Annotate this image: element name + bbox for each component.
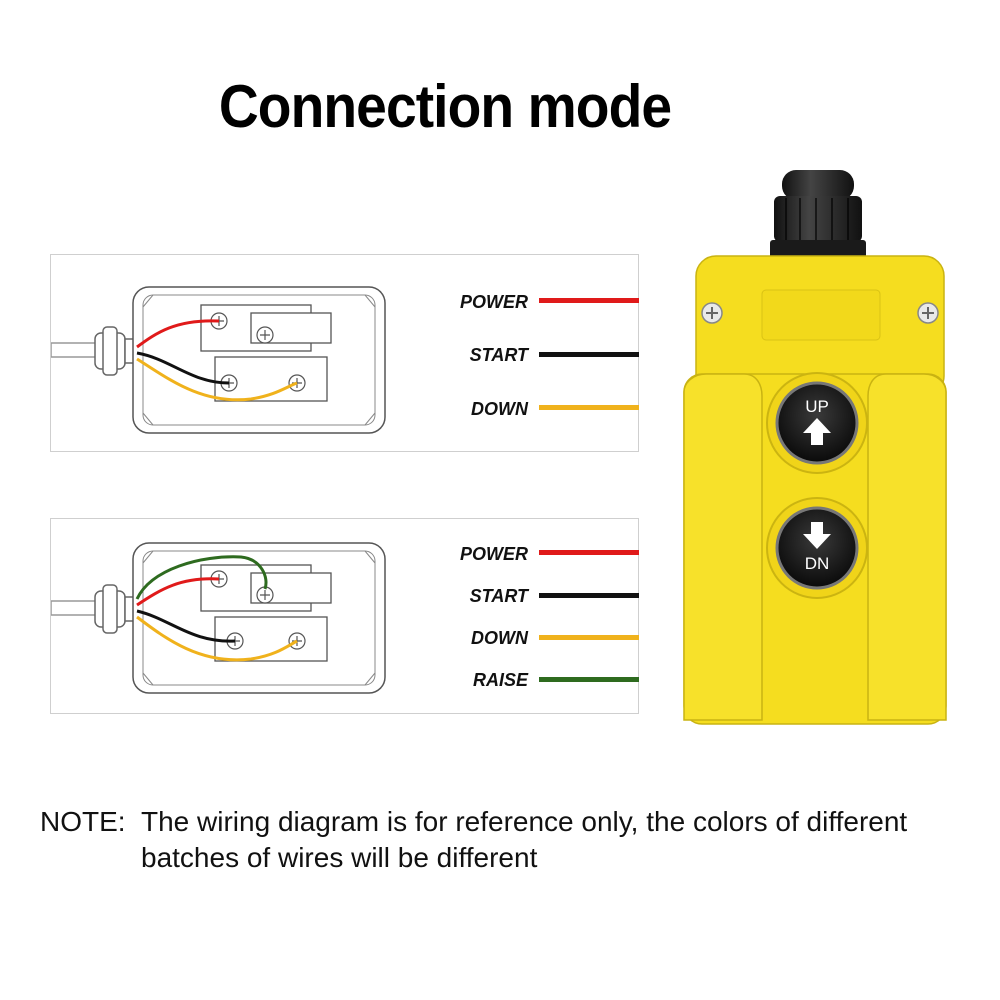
note-text-line1: The wiring diagram is for reference only… [141,806,908,837]
legend-line-start [539,593,639,598]
legend-line-raise [539,677,639,682]
cable-gland [770,170,866,264]
legend-label-start: START [469,345,528,365]
legend-label-down: DOWN [471,399,528,419]
note-text-line2: batches of wires will be different [141,842,538,873]
page-title: Connection mode [218,73,672,140]
wiring-diagram-4wire: POWER START DOWN RAISE [50,518,639,714]
note-prefix: NOTE: [40,806,126,837]
junction-box-illustration-3wire [51,286,386,434]
corner-screw-icon [701,302,723,324]
down-button[interactable]: DN [766,497,868,599]
wiring-diagram-3wire: POWER START DOWN [50,254,639,452]
legend-line-power [539,298,639,303]
junction-box-illustration-4wire [51,542,386,694]
arrow-down-icon [803,522,831,549]
legend-label-raise: RAISE [472,670,528,690]
legend-label-down: DOWN [471,628,528,648]
legend-label-start: START [469,586,528,606]
arrow-up-icon [803,418,831,445]
pendant-control-device: UP DN [683,170,947,725]
legend-line-start [539,352,639,357]
legend-label-power: POWER [459,544,528,564]
legend-line-down [539,405,639,410]
up-button[interactable]: UP [766,372,868,474]
corner-screw-icon [917,302,939,324]
legend-line-down [539,635,639,640]
down-button-label: DN [805,554,830,573]
up-button-label: UP [805,397,829,416]
legend-label-power: POWER [459,292,528,312]
legend-line-power [539,550,639,555]
